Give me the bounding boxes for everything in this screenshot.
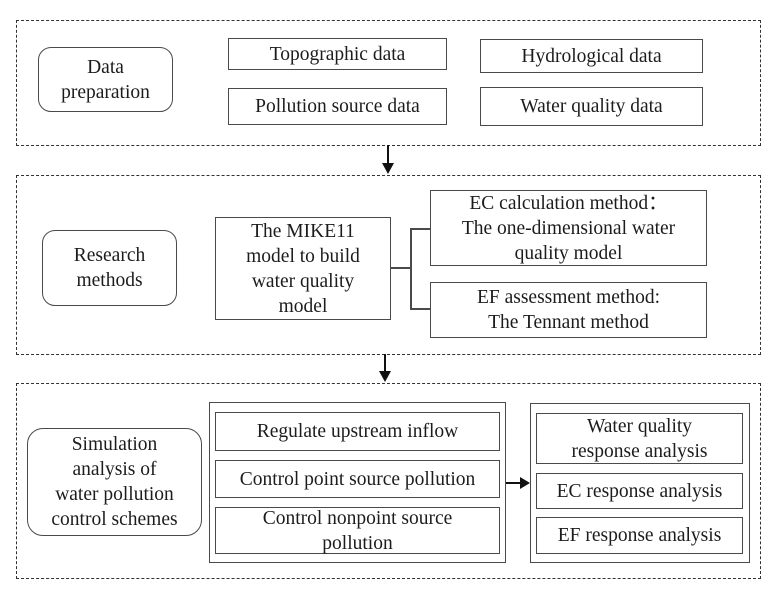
box-control-nonpoint-source: Control nonpoint source pollution — [215, 507, 500, 554]
box-mike11-model: The MIKE11 model to build water quality … — [215, 217, 391, 320]
connector-mike11-horizontal — [391, 267, 410, 269]
box-ec-calculation-method: EC calculation method： The one-dimension… — [430, 190, 707, 266]
box-topographic-data: Topographic data — [228, 38, 447, 70]
connector-bracket-vertical — [410, 228, 412, 309]
arrow-stage1-to-stage2-head-icon — [382, 163, 394, 174]
arrow-schemes-to-responses — [506, 482, 522, 484]
box-ef-response: EF response analysis — [536, 517, 743, 554]
stage-label-simulation-analysis: Simulation analysis of water pollution c… — [27, 428, 202, 536]
arrow-stage2-to-stage3-head-icon — [379, 371, 391, 382]
box-water-quality-response: Water quality response analysis — [536, 413, 743, 464]
box-ef-assessment-method: EF assessment method: The Tennant method — [430, 282, 707, 338]
connector-stub-ef — [410, 308, 430, 310]
box-water-quality-data: Water quality data — [480, 87, 703, 126]
box-regulate-upstream-inflow: Regulate upstream inflow — [215, 412, 500, 451]
arrow-schemes-to-responses-head-icon — [520, 477, 530, 489]
box-pollution-source-data: Pollution source data — [228, 88, 447, 125]
box-hydrological-data: Hydrological data — [480, 39, 703, 73]
connector-stub-ec — [410, 228, 430, 230]
stage-label-research-methods: Research methods — [42, 230, 177, 306]
box-ec-response: EC response analysis — [536, 473, 743, 509]
box-control-point-source: Control point source pollution — [215, 460, 500, 498]
arrow-stage2-to-stage3 — [384, 354, 386, 373]
arrow-stage1-to-stage2 — [387, 145, 389, 165]
stage-label-data-preparation: Data preparation — [38, 47, 173, 112]
